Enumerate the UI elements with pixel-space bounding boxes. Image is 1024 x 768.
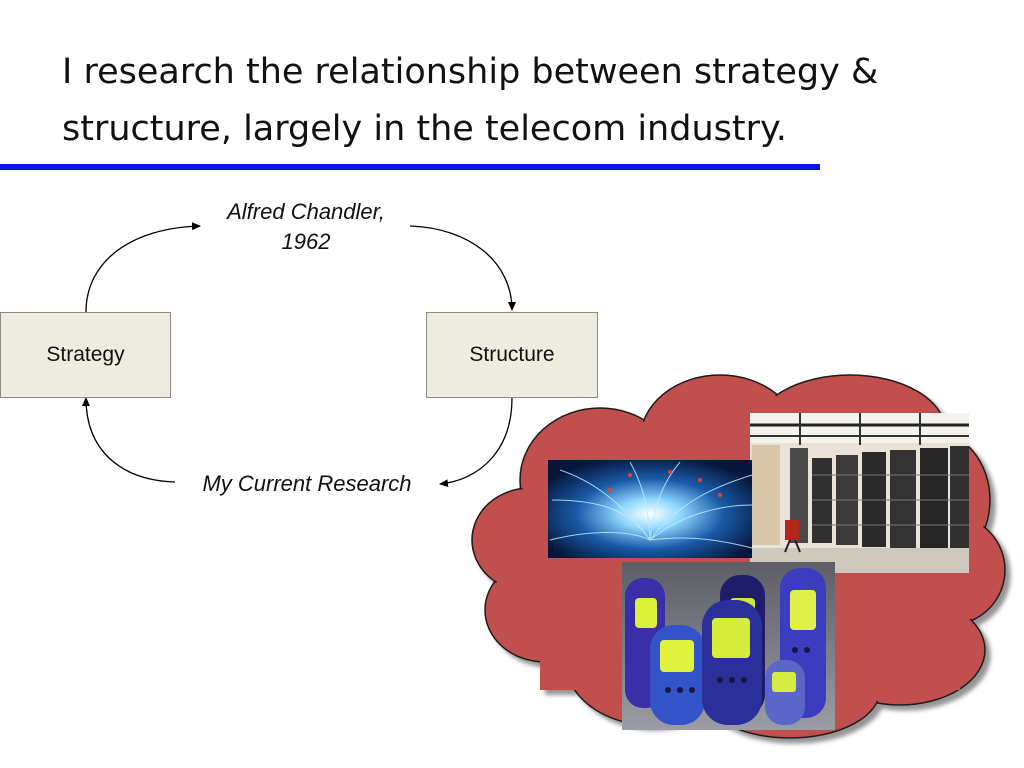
top-label-line-2: 1962 (281, 229, 331, 254)
structure-box: Structure (426, 312, 598, 398)
cell-phones-image (622, 562, 835, 730)
title-line-2: structure, largely in the telecom indust… (62, 109, 787, 149)
bottom-arrow-label: My Current Research (176, 469, 438, 499)
strategy-label: Strategy (46, 343, 125, 366)
strategy-box: Strategy (0, 312, 171, 398)
structure-label: Structure (469, 343, 555, 366)
bottom-label: My Current Research (202, 471, 412, 496)
title-line-1: I research the relationship between stra… (62, 52, 879, 92)
slide-title: I research the relationship between stra… (62, 44, 962, 158)
top-arrow-label: Alfred Chandler, 1962 (196, 197, 416, 257)
fiber-optics-image (548, 460, 753, 558)
title-divider (0, 164, 820, 170)
arrow-structure-to-strategy-bottom-left (82, 397, 176, 483)
top-label-line-1: Alfred Chandler, (227, 199, 385, 224)
arrow-structure-to-strategy-bottom-right (439, 397, 513, 488)
server-room-image (750, 413, 969, 573)
arrow-strategy-to-structure-top-right (409, 225, 516, 311)
arrow-strategy-to-structure-top-left (85, 222, 201, 313)
